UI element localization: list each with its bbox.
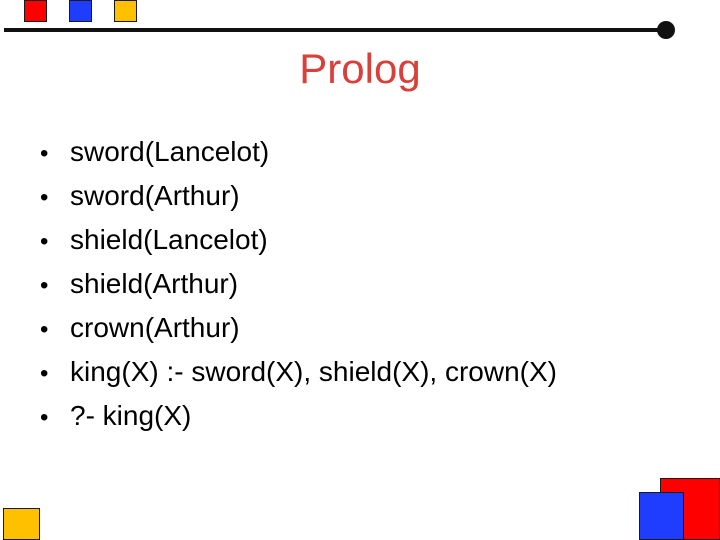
bullet-dot-icon: • (40, 272, 49, 299)
slide-title: Prolog (299, 45, 421, 92)
bullet-text: shield(Lancelot) (70, 224, 268, 255)
bullet-text: sword(Arthur) (70, 180, 240, 211)
bullet-dot-icon: • (40, 140, 49, 167)
bullet-dot-icon: • (40, 316, 49, 343)
bullet-item: • king(X) :- sword(X), shield(X), crown(… (40, 350, 557, 394)
decor-red-square-top (24, 0, 47, 22)
bullet-item: • shield(Lancelot) (40, 218, 557, 262)
bullet-item: • shield(Arthur) (40, 262, 557, 306)
bullet-item: • ?- king(X) (40, 394, 557, 438)
bullet-item: • sword(Arthur) (40, 174, 557, 218)
bullet-text: ?- king(X) (70, 400, 192, 431)
decor-blue-square-bottom (639, 492, 684, 540)
bullet-dot-icon: • (40, 404, 49, 431)
header-rule-line (4, 28, 666, 32)
bullet-text: king(X) :- sword(X), shield(X), crown(X) (70, 356, 557, 387)
bullet-list: • sword(Lancelot) • sword(Arthur) • shie… (40, 130, 557, 438)
bullet-dot-icon: • (40, 360, 49, 387)
bullet-text: crown(Arthur) (70, 312, 240, 343)
bullet-item: • crown(Arthur) (40, 306, 557, 350)
bullet-item: • sword(Lancelot) (40, 130, 557, 174)
bullet-text: sword(Lancelot) (70, 136, 270, 167)
decor-yellow-square-bottom (3, 508, 40, 540)
header-rule-dot (657, 21, 675, 39)
bullet-dot-icon: • (40, 184, 49, 211)
decor-blue-square-top (69, 0, 92, 22)
decor-yellow-square-top (114, 0, 137, 22)
bullet-text: shield(Arthur) (70, 268, 239, 299)
bullet-dot-icon: • (40, 228, 49, 255)
